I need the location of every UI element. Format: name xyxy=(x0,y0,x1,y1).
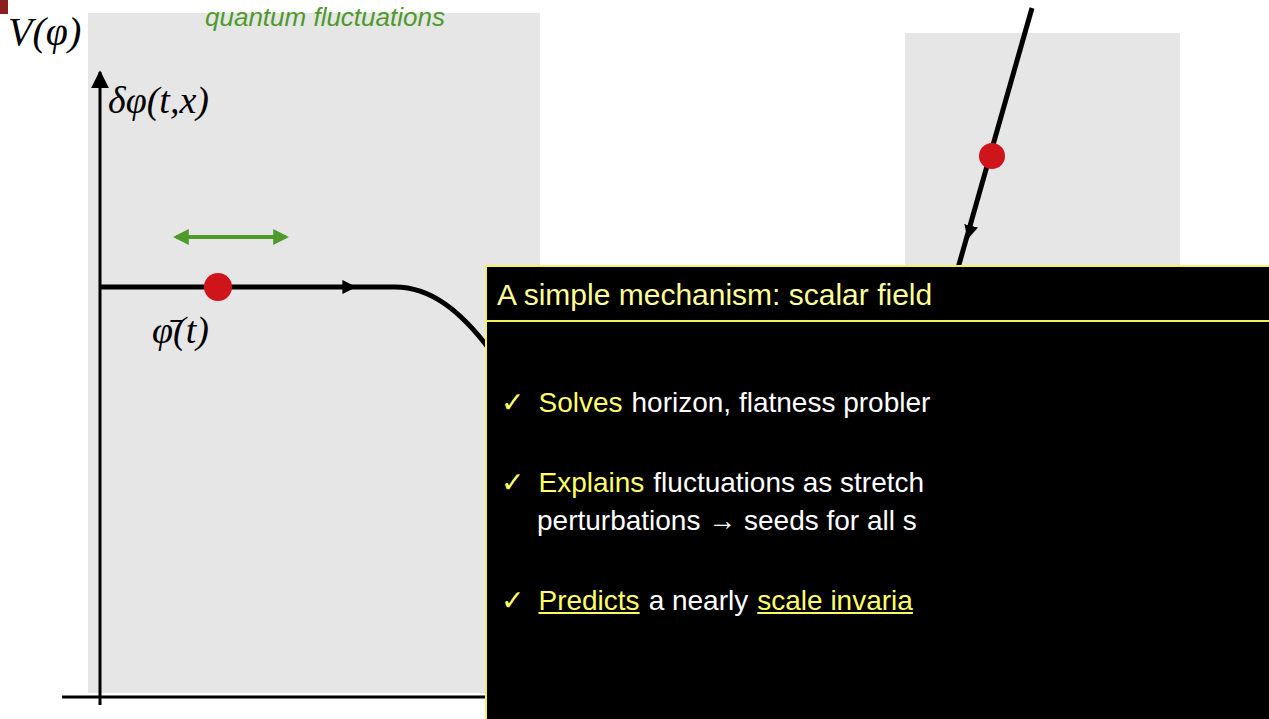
math-label: φ̄(t) xyxy=(152,310,209,352)
box-title: A simple mechanism: scalar field xyxy=(497,278,932,311)
corner-mark xyxy=(0,0,8,14)
mechanism-box: A simple mechanism: scalar field ✓ Solvesh… xyxy=(485,265,1269,719)
bullet-text: Solves xyxy=(538,387,622,418)
math-label: δφ(t,x) xyxy=(108,80,209,122)
bullet-text: a nearly xyxy=(649,585,749,616)
text-line: A simple mechanism: scalar field xyxy=(497,277,932,313)
bullet-text: scale invaria xyxy=(757,585,913,616)
roll-arrow xyxy=(968,172,985,238)
axis-label: V(φ) xyxy=(8,10,81,54)
bullet-text: Predicts xyxy=(538,585,639,616)
annotation: quantum fluctuations xyxy=(205,3,445,32)
inset-panel xyxy=(905,33,1180,293)
steep-slope xyxy=(958,8,1032,268)
bullet-text: ✓ xyxy=(501,387,524,418)
y-axis xyxy=(99,72,102,705)
text-line: perturbations → seeds for all s xyxy=(537,504,917,538)
text-line: ✓ Solves horizon, flatness probler xyxy=(501,386,930,420)
bullet-text: perturbations → seeds for all s xyxy=(537,505,917,536)
text-line: ✓ Explains fluctuations as stretch xyxy=(501,466,924,500)
bullet-text: fluctuations as stretch xyxy=(653,467,924,498)
bullet-text: horizon, flatness probler xyxy=(632,387,931,418)
field-ball xyxy=(979,143,1005,169)
x-axis xyxy=(62,696,540,699)
title-rule xyxy=(487,320,1269,322)
plot-panel xyxy=(88,13,540,693)
fluctuation-arrow xyxy=(176,235,286,239)
bullet-text: Explains xyxy=(538,467,644,498)
field-ball xyxy=(204,273,232,301)
velocity-arrow xyxy=(232,286,355,288)
text-line: ✓ Predicts a nearly scale invaria xyxy=(501,584,913,618)
bullet-text: ✓ xyxy=(501,585,524,616)
bullet-text: ✓ xyxy=(501,467,524,498)
